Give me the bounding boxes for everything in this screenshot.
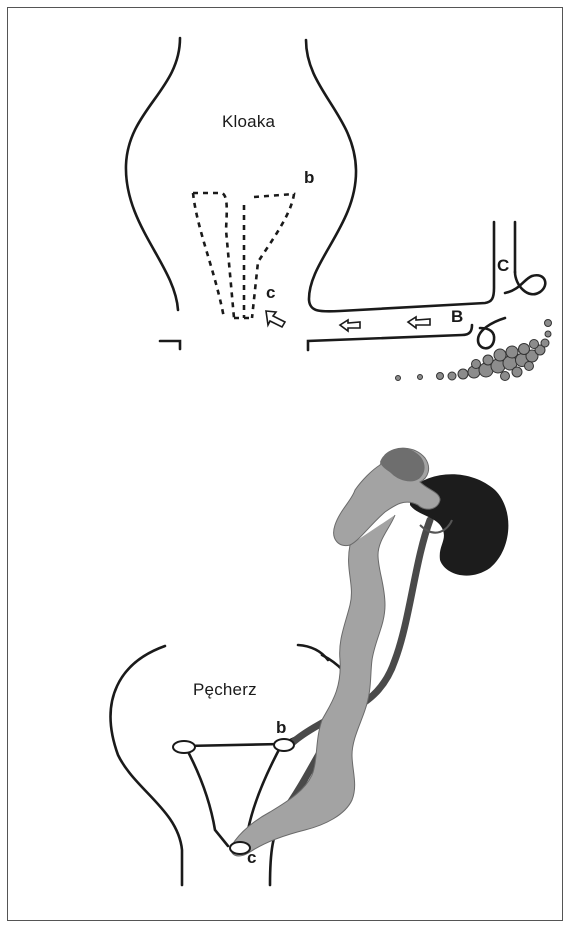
bud-C	[505, 272, 545, 294]
cloaca-diagram	[126, 38, 545, 350]
dashed-duct-outline	[193, 193, 294, 318]
bladder-left-wall	[111, 646, 182, 885]
label-b-bottom: b	[276, 718, 286, 738]
label-C: C	[497, 256, 509, 276]
cloaca-base-left	[160, 341, 180, 349]
arrow-left-2	[408, 317, 430, 328]
figure-border	[8, 8, 563, 921]
trigone-left	[185, 746, 228, 846]
ectopic-ureter	[231, 448, 440, 856]
pellet-cluster	[396, 320, 552, 381]
dashed-left	[193, 193, 234, 318]
dashed-outer-left	[193, 193, 224, 318]
cloaca-title: Kloaka	[222, 112, 275, 132]
bud-B	[478, 318, 505, 348]
cloaca-left-wall	[126, 38, 180, 310]
flow-arrows	[266, 311, 430, 331]
label-c-top: c	[266, 283, 275, 303]
arrow-left-1	[340, 320, 360, 331]
label-b-top: b	[304, 168, 314, 188]
bladder-title: Pęcherz	[193, 680, 257, 700]
trigone-top	[185, 744, 282, 746]
lower-duct-line	[308, 325, 472, 350]
label-c-bottom: c	[247, 848, 256, 868]
orifice-b	[274, 739, 294, 751]
cloaca-right-wall	[306, 40, 494, 311]
bladder-top-right	[298, 645, 328, 660]
label-B: B	[451, 307, 463, 327]
arrow-diagonal	[266, 311, 285, 327]
orifice-left	[173, 741, 195, 753]
